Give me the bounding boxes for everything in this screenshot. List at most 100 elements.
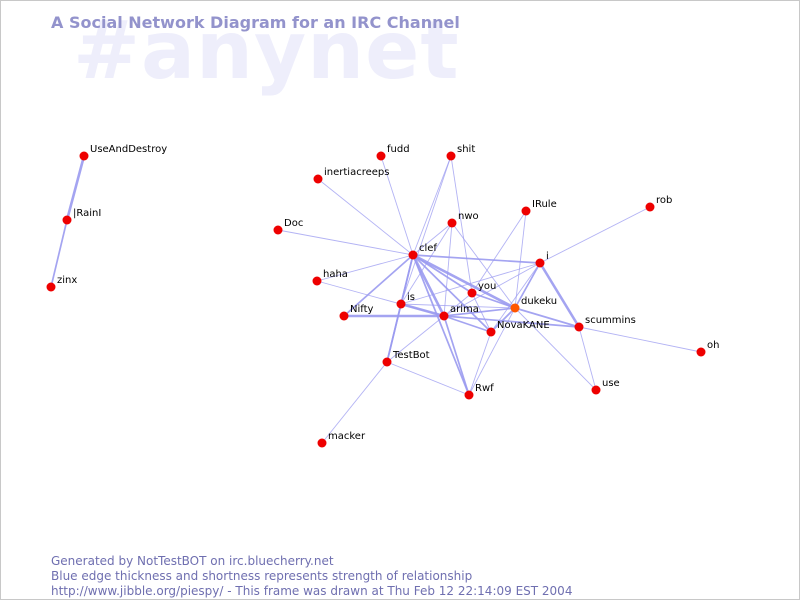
node-clef bbox=[408, 250, 418, 260]
node-dukeku bbox=[510, 303, 520, 313]
edge-nwo-arima bbox=[443, 222, 453, 317]
node-use bbox=[591, 385, 601, 395]
node-IRule bbox=[521, 206, 531, 216]
edge-clef-i bbox=[412, 254, 541, 264]
edge-rob-i bbox=[539, 206, 651, 264]
node-label-shit: shit bbox=[457, 144, 475, 155]
edge-IRule-you bbox=[471, 210, 527, 294]
node-arima bbox=[439, 311, 449, 321]
edge-nwo-is bbox=[400, 222, 453, 305]
edge-shit-you bbox=[450, 155, 473, 294]
edge-clef-haha bbox=[316, 254, 414, 282]
edge-is-TestBot bbox=[386, 303, 402, 363]
node-label-nwo: nwo bbox=[458, 211, 479, 222]
edge-clef-Nifty bbox=[343, 254, 414, 317]
channel-watermark: #anynet bbox=[73, 4, 460, 97]
edge-dukeku-use bbox=[514, 307, 597, 391]
node-haha bbox=[312, 276, 322, 286]
edge-clef-Rwf bbox=[412, 254, 470, 396]
node-Rwf bbox=[464, 390, 474, 400]
footer-source-timestamp: http://www.jibble.org/piespy/ - This fra… bbox=[51, 584, 573, 598]
edge-dukeku-NovaKANE bbox=[490, 307, 516, 333]
node-label-you: you bbox=[478, 281, 496, 292]
edge-IRule-dukeku bbox=[514, 210, 527, 309]
edge-arima-scummins bbox=[443, 315, 580, 328]
node-scummins bbox=[574, 322, 584, 332]
node-label-IRainI: |RainI bbox=[73, 208, 101, 219]
node-label-Rwf: Rwf bbox=[475, 383, 494, 394]
node-label-clef: clef bbox=[419, 243, 437, 254]
edge-you-dukeku bbox=[471, 292, 516, 309]
edge-TestBot-Rwf bbox=[386, 361, 470, 396]
node-inertiacreeps bbox=[313, 174, 323, 184]
node-Doc bbox=[273, 225, 283, 235]
node-label-TestBot: TestBot bbox=[392, 350, 430, 361]
edge-dukeku-Rwf bbox=[468, 307, 516, 396]
edge-arima-Rwf bbox=[443, 315, 470, 396]
node-IRainI bbox=[62, 215, 72, 225]
edge-layer bbox=[50, 155, 702, 444]
edge-clef-Doc bbox=[277, 229, 414, 256]
node-nwo bbox=[447, 218, 457, 228]
edge-is-dukeku bbox=[400, 303, 516, 309]
edge-scummins-use bbox=[578, 326, 597, 391]
node-label-UseAndDestroy: UseAndDestroy bbox=[90, 144, 167, 155]
edge-you-NovaKANE bbox=[471, 292, 492, 333]
node-label-Doc: Doc bbox=[284, 218, 303, 229]
node-label-IRule: IRule bbox=[532, 199, 557, 210]
node-label-oh: oh bbox=[707, 340, 719, 351]
node-shit bbox=[446, 151, 456, 161]
diagram-title: A Social Network Diagram for an IRC Chan… bbox=[51, 13, 460, 32]
node-rob bbox=[645, 202, 655, 212]
node-label-haha: haha bbox=[323, 269, 348, 280]
edge-arima-you bbox=[443, 292, 473, 317]
edge-nwo-dukeku bbox=[451, 222, 516, 309]
node-is bbox=[396, 299, 406, 309]
edge-clef-fudd bbox=[380, 155, 414, 256]
node-label-fudd: fudd bbox=[387, 144, 410, 155]
node-UseAndDestroy bbox=[79, 151, 89, 161]
node-label-i: i bbox=[546, 251, 549, 262]
node-label-inertiacreeps: inertiacreeps bbox=[324, 167, 389, 178]
edge-clef-shit bbox=[412, 155, 452, 256]
node-label-NovaKANE: NovaKANE bbox=[497, 320, 550, 331]
edge-UseAndDestroy-IRainI bbox=[65, 155, 86, 221]
edge-arima-NovaKANE bbox=[443, 315, 492, 333]
node-zinx bbox=[46, 282, 56, 292]
node-label-zinx: zinx bbox=[57, 275, 77, 286]
node-oh bbox=[696, 347, 706, 357]
edge-NovaKANE-Rwf bbox=[468, 331, 492, 396]
node-Nifty bbox=[339, 311, 349, 321]
node-label-rob: rob bbox=[656, 195, 672, 206]
footer-legend-note: Blue edge thickness and shortness repres… bbox=[51, 569, 473, 583]
edge-IRainI-zinx bbox=[50, 219, 68, 288]
footer-generated-by: Generated by NotTestBOT on irc.bluecherr… bbox=[51, 554, 334, 568]
edge-TestBot-macker bbox=[321, 361, 388, 444]
edge-clef-inertiacreeps bbox=[317, 178, 414, 256]
edge-scummins-oh bbox=[578, 326, 702, 353]
node-fudd bbox=[376, 151, 386, 161]
edge-i-scummins bbox=[538, 262, 581, 328]
node-label-scummins: scummins bbox=[585, 315, 636, 326]
node-TestBot bbox=[382, 357, 392, 367]
node-i bbox=[535, 258, 545, 268]
node-label-is: is bbox=[407, 292, 415, 303]
edge-arima-dukeku bbox=[443, 307, 516, 317]
edge-is-arima bbox=[400, 302, 445, 318]
node-label-arima: arima bbox=[450, 304, 479, 315]
node-macker bbox=[317, 438, 327, 448]
edge-clef-dukeku bbox=[412, 253, 516, 310]
node-label-Nifty: Nifty bbox=[350, 304, 374, 315]
node-layer bbox=[46, 151, 706, 448]
edge-clef-arima bbox=[411, 254, 446, 317]
node-you bbox=[467, 288, 477, 298]
edge-shit-is bbox=[400, 155, 452, 305]
node-NovaKANE bbox=[486, 327, 496, 337]
edge-dukeku-scummins bbox=[514, 307, 580, 328]
edge-i-arima bbox=[443, 262, 541, 317]
node-label-dukeku: dukeku bbox=[521, 296, 557, 307]
edge-i-is bbox=[400, 262, 541, 305]
edge-arima-TestBot bbox=[386, 315, 445, 363]
